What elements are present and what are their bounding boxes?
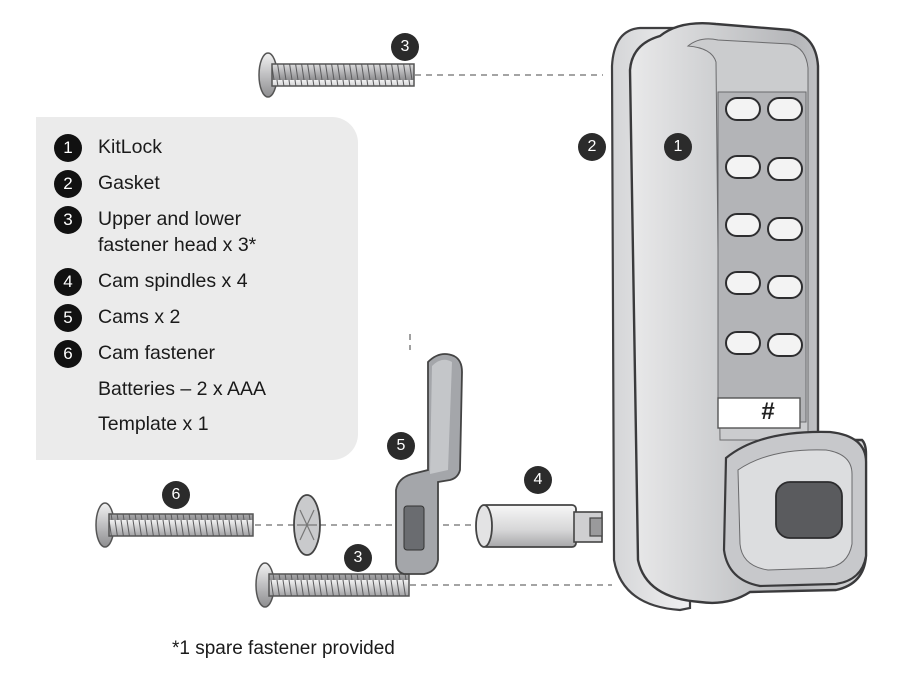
legend-number-badge: 2 xyxy=(54,170,82,198)
cam xyxy=(395,353,463,575)
callout-upper-fastener: 3 xyxy=(391,33,419,61)
callout-kitlock: 1 xyxy=(664,133,692,161)
legend-item-label: Upper and lower fastener head x 3* xyxy=(98,208,257,256)
footnote: *1 spare fastener provided xyxy=(172,638,395,659)
upper-fastener-screw xyxy=(258,52,415,98)
callout-cam-spindle: 4 xyxy=(524,466,552,494)
legend-number-badge: 6 xyxy=(54,340,82,368)
keypad-buttons xyxy=(725,97,803,357)
legend-number-badge: 4 xyxy=(54,268,82,296)
legend-item-label: Gasket xyxy=(98,172,160,194)
legend-extra-template: Template x 1 xyxy=(98,413,209,435)
cam-spindle xyxy=(475,504,603,548)
legend-number-badge: 1 xyxy=(54,134,82,162)
legend-number-badge: 3 xyxy=(54,206,82,234)
kitlock-body xyxy=(628,22,868,605)
legend-extra-batteries: Batteries – 2 x AAA xyxy=(98,378,267,400)
legend-item-fastener-head: 3 Upper and lower fastener head x 3* xyxy=(54,206,256,258)
legend-item-cam-fastener: 6 Cam fastener xyxy=(54,340,215,368)
lower-fastener-screw xyxy=(255,562,410,608)
legend-item-gasket: 2 Gasket xyxy=(54,170,160,198)
callout-cam-fastener: 6 xyxy=(162,481,190,509)
legend-item-label: Cam fastener xyxy=(98,342,216,364)
callout-lower-fastener: 3 xyxy=(344,544,372,572)
legend-item-kitlock: 1 KitLock xyxy=(54,134,162,162)
guide-lines xyxy=(255,74,612,586)
legend-item-label: KitLock xyxy=(98,136,162,158)
legend-item-label: Cam spindles x 4 xyxy=(98,270,248,292)
legend-item-cams: 5 Cams x 2 xyxy=(54,304,180,332)
legend-item-label: Cams x 2 xyxy=(98,306,181,328)
legend-item-cam-spindles: 4 Cam spindles x 4 xyxy=(54,268,248,296)
washer xyxy=(293,494,321,556)
legend-panel xyxy=(36,117,358,460)
callout-cam: 5 xyxy=(387,432,415,460)
hash-key-label: # xyxy=(761,398,775,425)
cam-fastener-screw xyxy=(95,502,254,548)
legend-number-badge: 5 xyxy=(54,304,82,332)
callout-gasket: 2 xyxy=(578,133,606,161)
